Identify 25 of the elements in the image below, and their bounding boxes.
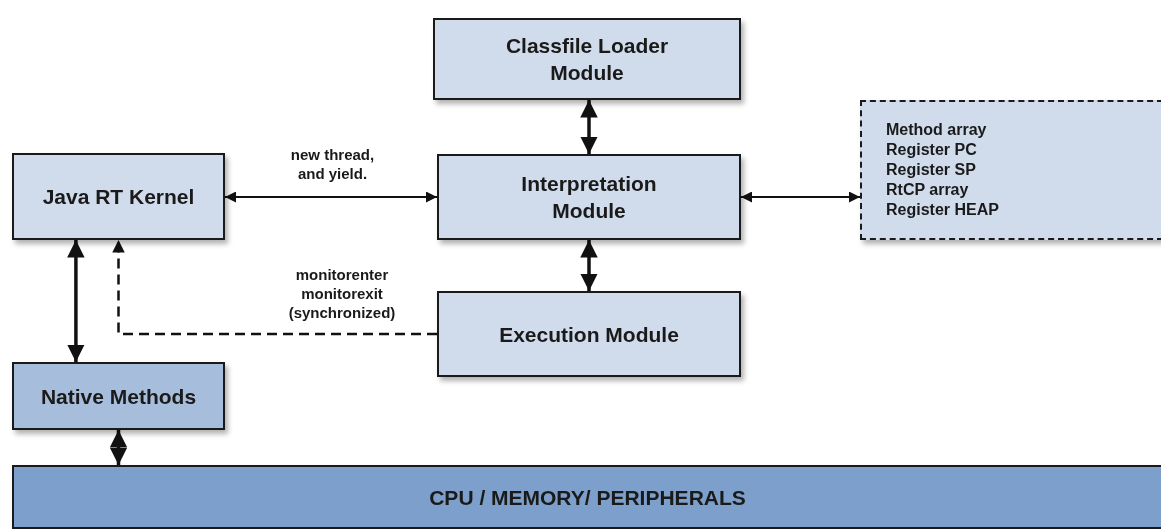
module-label: CPU / MEMORY/ PERIPHERALS xyxy=(429,484,746,511)
module-box xyxy=(12,153,225,240)
module-box xyxy=(437,291,741,377)
dashed-arrow xyxy=(112,240,437,336)
module-label: Execution Module xyxy=(499,321,679,348)
arrow xyxy=(225,191,437,203)
module-label: Java RT Kernel xyxy=(42,184,195,210)
hardware-bar xyxy=(12,465,1161,529)
register-label: Register HEAP xyxy=(886,200,999,220)
arrow xyxy=(580,240,598,291)
register-label: RtCP array xyxy=(886,180,969,200)
arrow xyxy=(67,240,85,362)
module-label: Interpretation Module xyxy=(520,171,658,224)
arrow xyxy=(741,191,860,203)
arrow xyxy=(109,430,128,465)
register-label: Register PC xyxy=(886,140,977,160)
register-label: Register SP xyxy=(886,160,976,180)
module-label: Native Methods xyxy=(40,383,197,410)
module-box xyxy=(433,18,741,100)
module-box xyxy=(437,154,741,240)
arrow xyxy=(580,100,598,154)
register-label: Method array xyxy=(886,120,987,140)
register-box xyxy=(860,100,1161,240)
module-label: Classfile Loader Module xyxy=(504,33,670,86)
module-box xyxy=(12,362,225,430)
